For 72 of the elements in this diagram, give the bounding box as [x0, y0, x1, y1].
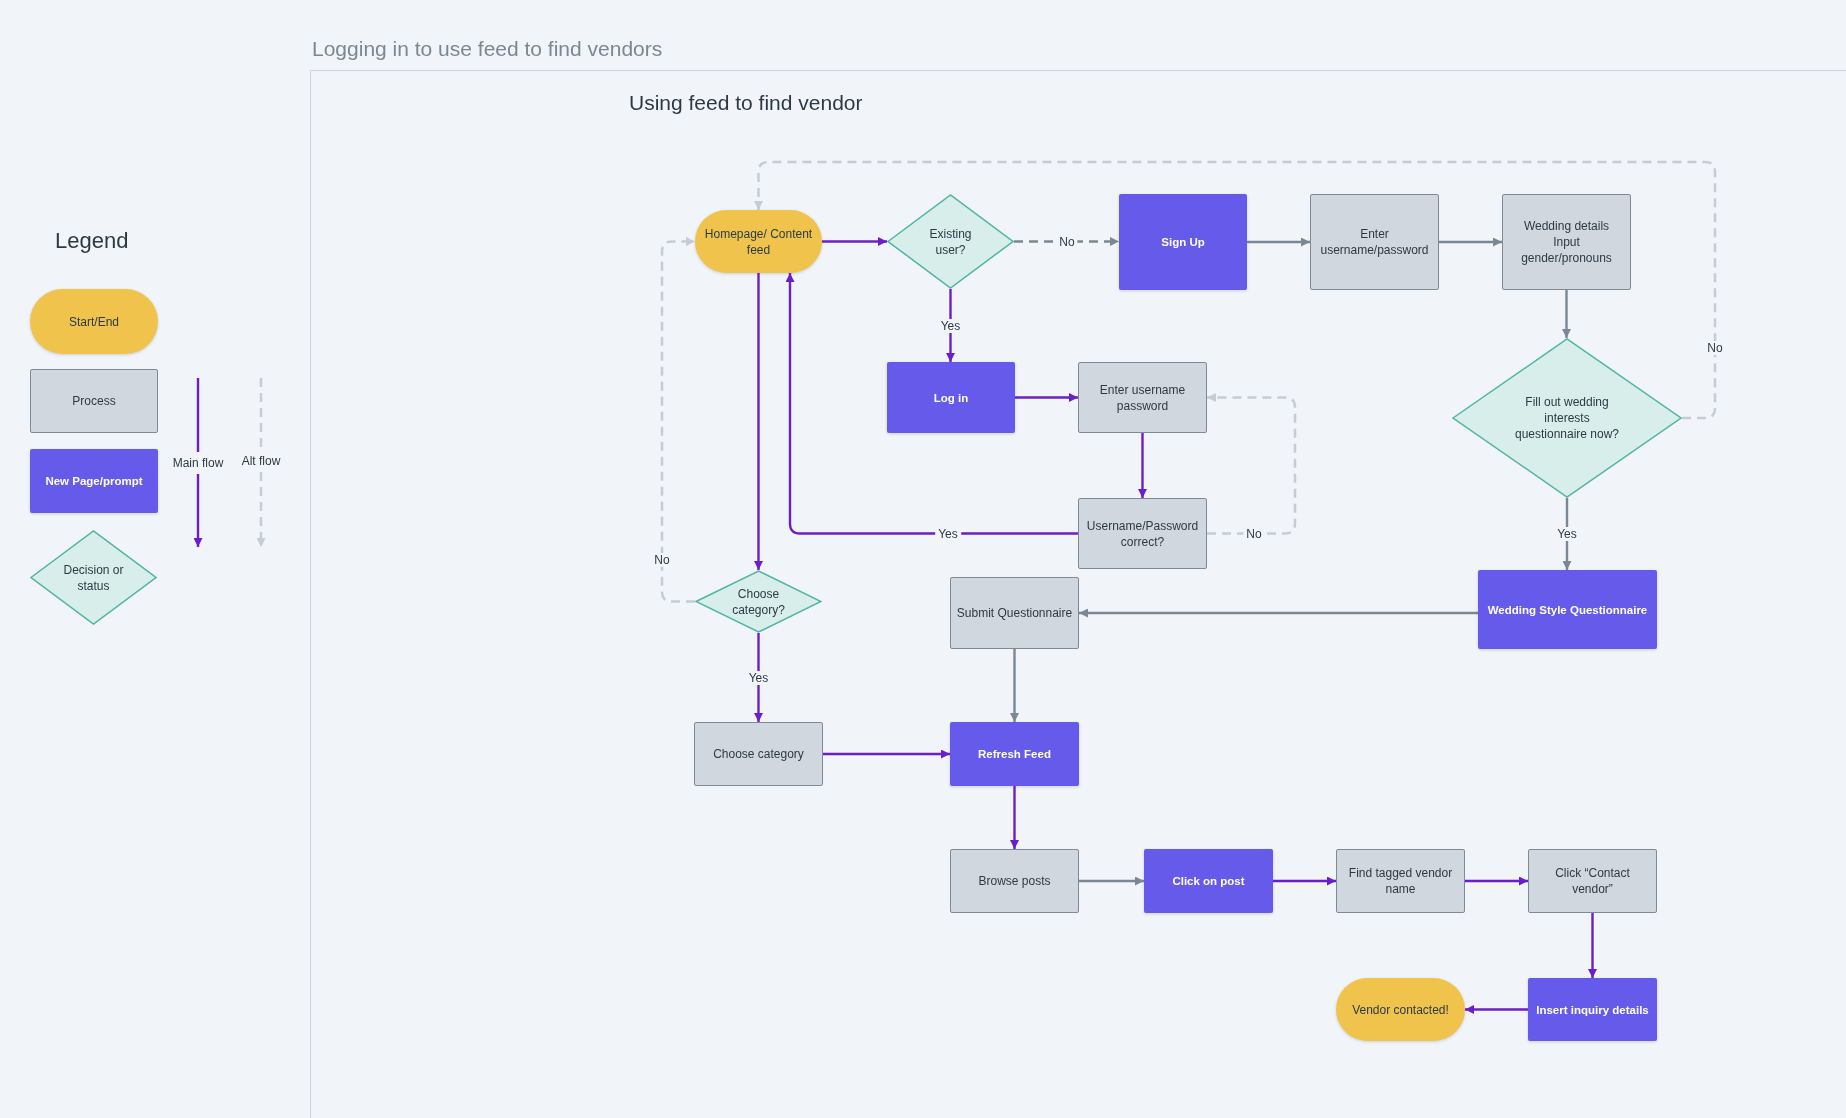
node-label: Username/Password correct? — [1085, 517, 1200, 550]
page-box — [887, 362, 1015, 433]
node-label: Click “Contact vendor” — [1554, 865, 1631, 897]
connector-arrow — [1207, 393, 1297, 535]
connector-arrow — [1562, 290, 1571, 338]
legend-label: Process — [72, 393, 116, 409]
legend-label: Main flow — [172, 456, 224, 470]
decision-diamond — [695, 570, 822, 633]
connector-arrow — [785, 273, 1078, 535]
node-label: Homepage/ Content feed — [703, 225, 814, 258]
connector-arrow — [1010, 649, 1019, 722]
node-label: Insert inquiry details — [1536, 1002, 1649, 1018]
connector-arrow — [754, 273, 763, 570]
connector-arrow — [1079, 876, 1144, 886]
legend-label: New Page/prompt — [45, 474, 143, 489]
connector-arrow — [1079, 608, 1478, 618]
process-box — [950, 577, 1079, 649]
connector-arrow — [823, 749, 950, 759]
frame-title: Logging in to use feed to find vendors — [312, 36, 663, 62]
page-box — [1119, 194, 1247, 290]
node-label: Vendor contacted! — [1352, 1001, 1449, 1018]
node-label: Choose category — [713, 746, 804, 762]
process-box — [694, 722, 823, 786]
node-label: Wedding Style Questionnaire — [1487, 602, 1648, 618]
connector-arrow — [1247, 237, 1310, 247]
connector-arrow — [1014, 237, 1119, 246]
legend-heading: Legend — [55, 227, 129, 255]
process-box — [950, 849, 1079, 913]
process-box — [1078, 362, 1207, 433]
node-label: Fill out wedding interests questionnaire now? — [1513, 394, 1621, 442]
page-box — [950, 722, 1079, 786]
node-label: Choose category? — [731, 585, 786, 618]
page-box — [1144, 849, 1273, 913]
section-heading: Using feed to find vendor — [629, 90, 863, 116]
node-label: Enter username password — [1098, 381, 1187, 414]
process-box — [1502, 194, 1631, 290]
node-label: Submit Questionnaire — [956, 605, 1073, 621]
connector-arrow — [1465, 876, 1528, 886]
process-box — [1310, 194, 1439, 290]
terminal-shape — [1336, 978, 1465, 1041]
connector-arrow — [1010, 786, 1019, 849]
legend-label: Decision or status — [62, 561, 125, 594]
connector-arrow — [1465, 1005, 1528, 1014]
legend-label: Alt flow — [241, 454, 281, 468]
node-label: Browse posts — [978, 873, 1051, 889]
edge-label: Yes — [1554, 527, 1580, 541]
connector-arrow — [754, 633, 763, 722]
connector-arrow — [1439, 237, 1502, 247]
process-box — [1078, 498, 1207, 569]
process-box — [1336, 849, 1465, 913]
decision-diamond — [1452, 338, 1682, 498]
connector-arrow — [822, 237, 887, 246]
node-label: Log in — [933, 390, 969, 406]
connector-arrow — [1138, 433, 1147, 498]
connector-arrow — [754, 160, 1717, 420]
node-label: Sign Up — [1161, 235, 1205, 250]
process-box — [1528, 849, 1657, 913]
node-label: Click on post — [1172, 874, 1245, 889]
page-box — [1478, 570, 1657, 649]
node-label: Find tagged vendor name — [1347, 865, 1454, 897]
terminal-shape — [695, 210, 822, 273]
node-label: Refresh Feed — [978, 747, 1051, 762]
connector-arrow — [660, 237, 695, 603]
connector-arrow — [1015, 393, 1078, 402]
node-label: Wedding details Input gender/pronouns — [1520, 218, 1613, 266]
node-label: Existing user? — [928, 225, 973, 258]
connector-arrow — [1588, 913, 1597, 978]
connector-arrow — [1273, 876, 1336, 886]
legend-label: Start/End — [69, 313, 119, 330]
page-box — [1528, 978, 1657, 1041]
decision-diamond — [887, 194, 1014, 289]
node-label: Enter username/password — [1319, 226, 1430, 258]
